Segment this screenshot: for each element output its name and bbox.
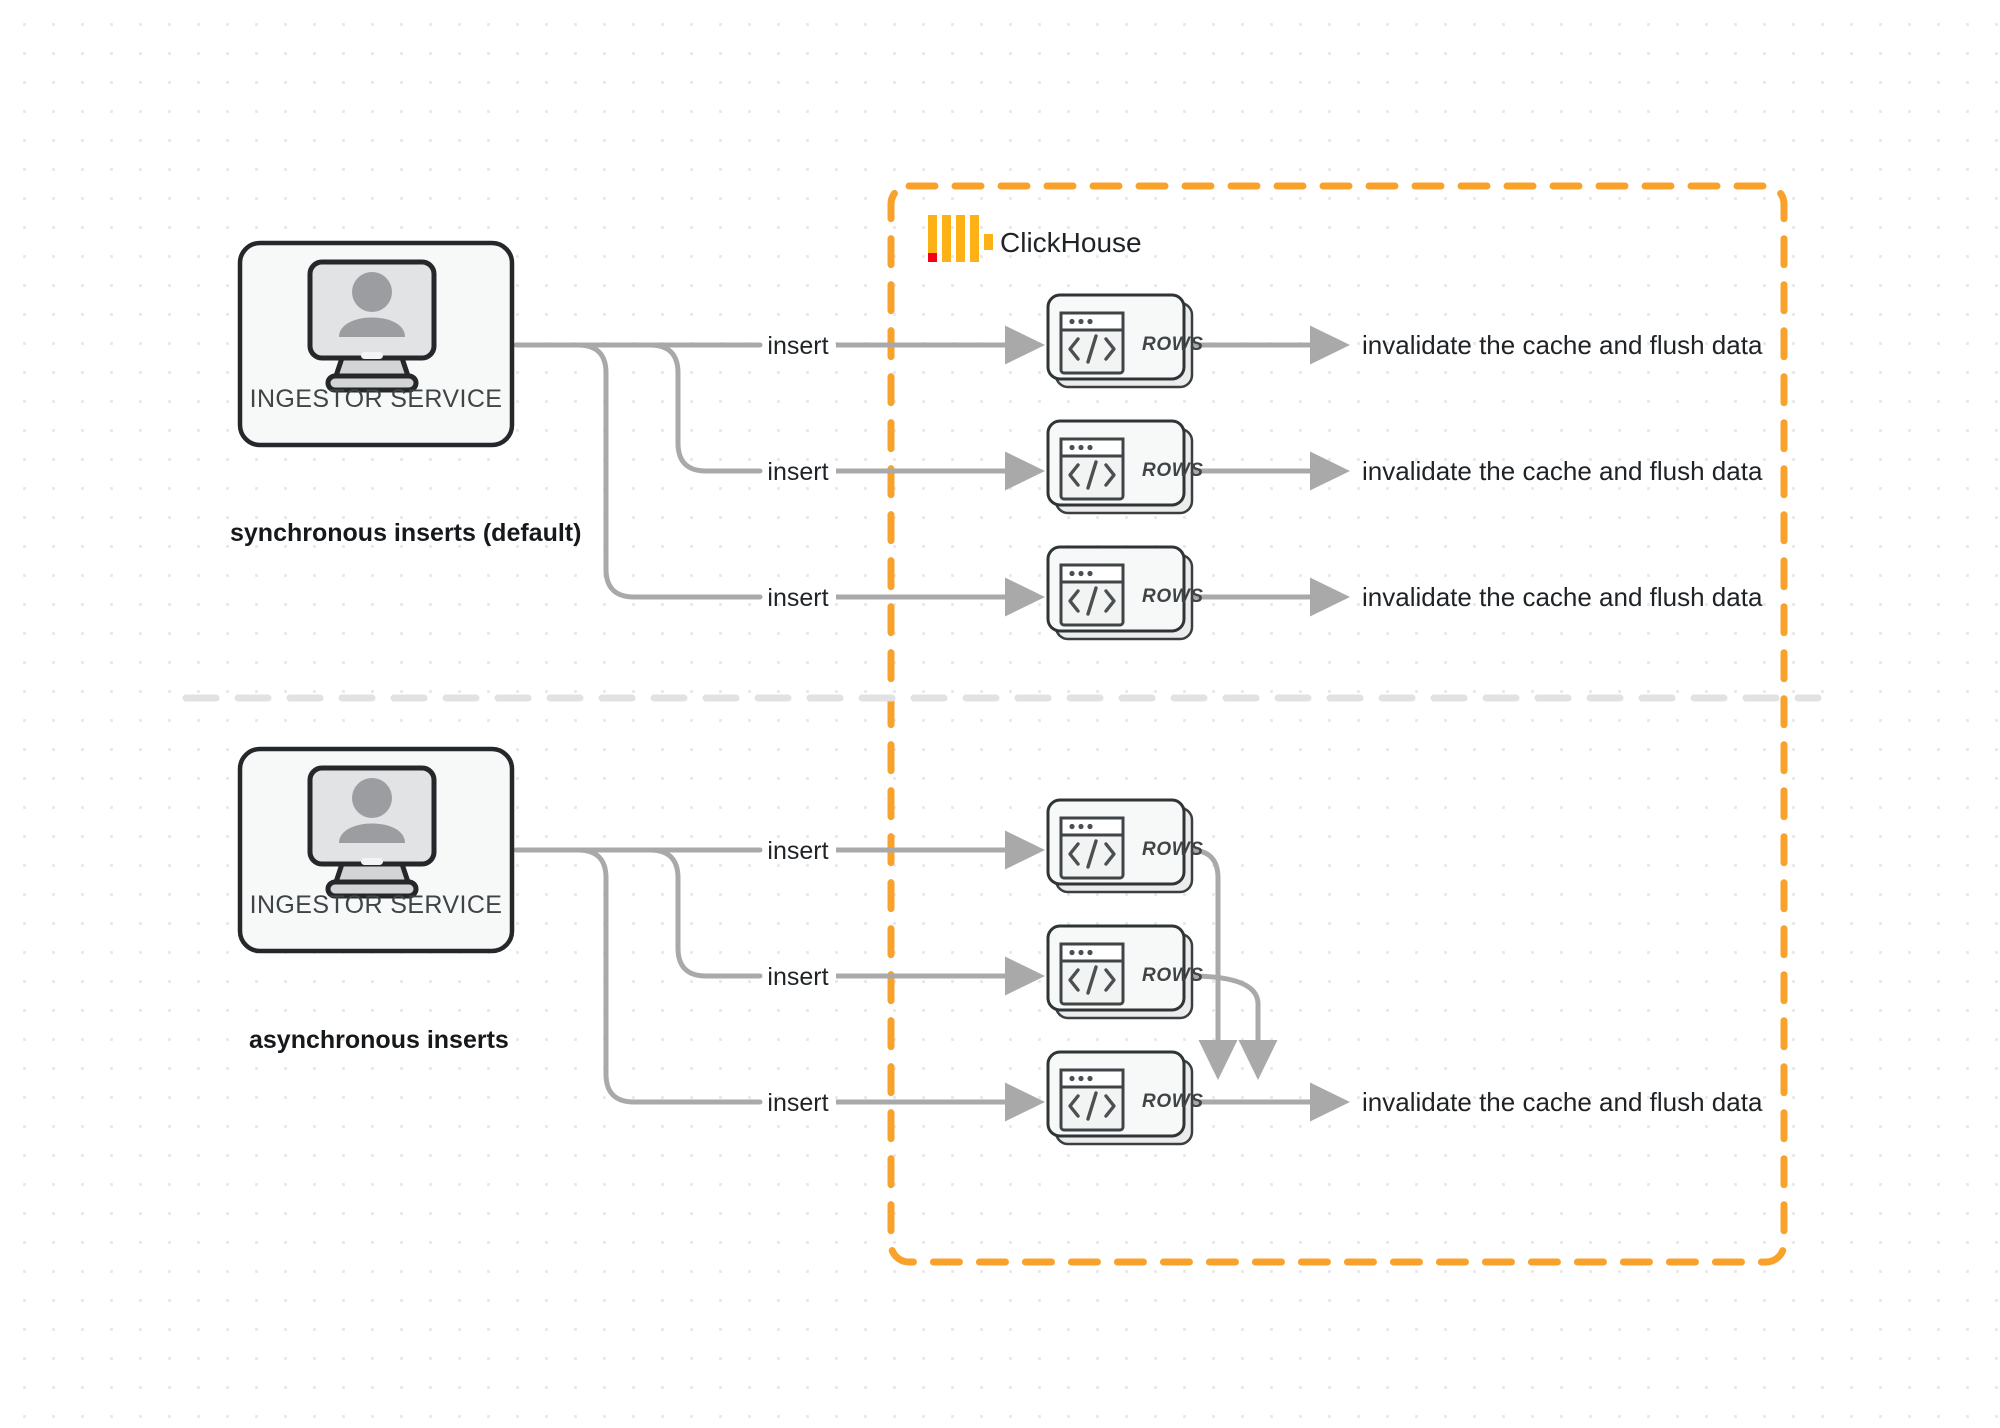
buffer-edge-2	[1187, 973, 1278, 1080]
clickhouse-boundary	[887, 182, 1788, 1266]
rows-label: ROWS	[1142, 334, 1204, 355]
section-synchronous: INGESTOR SERVICE synchronous inserts (de…	[230, 240, 1763, 641]
brand-label: ClickHouse	[1000, 227, 1142, 258]
ingestor-service-label: INGESTOR SERVICE	[250, 891, 503, 919]
flush-label-2: invalidate the cache and flush data	[1362, 456, 1763, 486]
rows-card-sync-2[interactable]: ROWS	[1046, 419, 1204, 515]
rows-card-async-3[interactable]: ROWS	[1046, 1050, 1204, 1146]
buffer-edge-1	[1187, 847, 1238, 1080]
fanout-edges-sync	[513, 342, 763, 600]
shared-flush-label: invalidate the cache and flush data	[1362, 1087, 1763, 1117]
section-label-asynchronous: asynchronous inserts	[249, 1026, 509, 1054]
rows-label: ROWS	[1142, 586, 1204, 607]
ingestor-service-node-async[interactable]: INGESTOR SERVICE	[237, 746, 515, 954]
rows-label: ROWS	[1142, 965, 1204, 986]
section-asynchronous: INGESTOR SERVICE asynchronous inserts in…	[237, 746, 1763, 1146]
insert-label-1: insert	[767, 332, 828, 360]
rows-card-async-1[interactable]: ROWS	[1046, 798, 1204, 894]
rows-label: ROWS	[1142, 460, 1204, 481]
code-window-icon	[1059, 816, 1125, 880]
rows-label: ROWS	[1142, 839, 1204, 860]
flush-label-1: invalidate the cache and flush data	[1362, 330, 1763, 360]
rows-label: ROWS	[1142, 1091, 1204, 1112]
fanout-edges-async	[513, 847, 763, 1105]
code-window-icon	[1059, 437, 1125, 501]
ingestor-service-label: INGESTOR SERVICE	[250, 385, 503, 413]
flush-label-3: invalidate the cache and flush data	[1362, 582, 1763, 612]
insert-label-3: insert	[767, 584, 828, 612]
ingestor-service-node-sync[interactable]: INGESTOR SERVICE	[237, 240, 515, 448]
clickhouse-logo-icon	[928, 215, 993, 262]
clickhouse-brand: ClickHouse	[928, 215, 1142, 262]
code-window-icon	[1059, 563, 1125, 627]
rows-card-sync-1[interactable]: ROWS	[1046, 293, 1204, 389]
code-window-icon	[1059, 1068, 1125, 1132]
rows-card-sync-3[interactable]: ROWS	[1046, 545, 1204, 641]
insert-label-2: insert	[767, 458, 828, 486]
insert-label-4: insert	[767, 837, 828, 865]
insert-label-5: insert	[767, 963, 828, 991]
code-window-icon	[1059, 942, 1125, 1006]
insert-label-6: insert	[767, 1089, 828, 1117]
rows-card-async-2[interactable]: ROWS	[1046, 924, 1204, 1020]
code-window-icon	[1059, 311, 1125, 375]
section-label-synchronous: synchronous inserts (default)	[230, 519, 581, 547]
